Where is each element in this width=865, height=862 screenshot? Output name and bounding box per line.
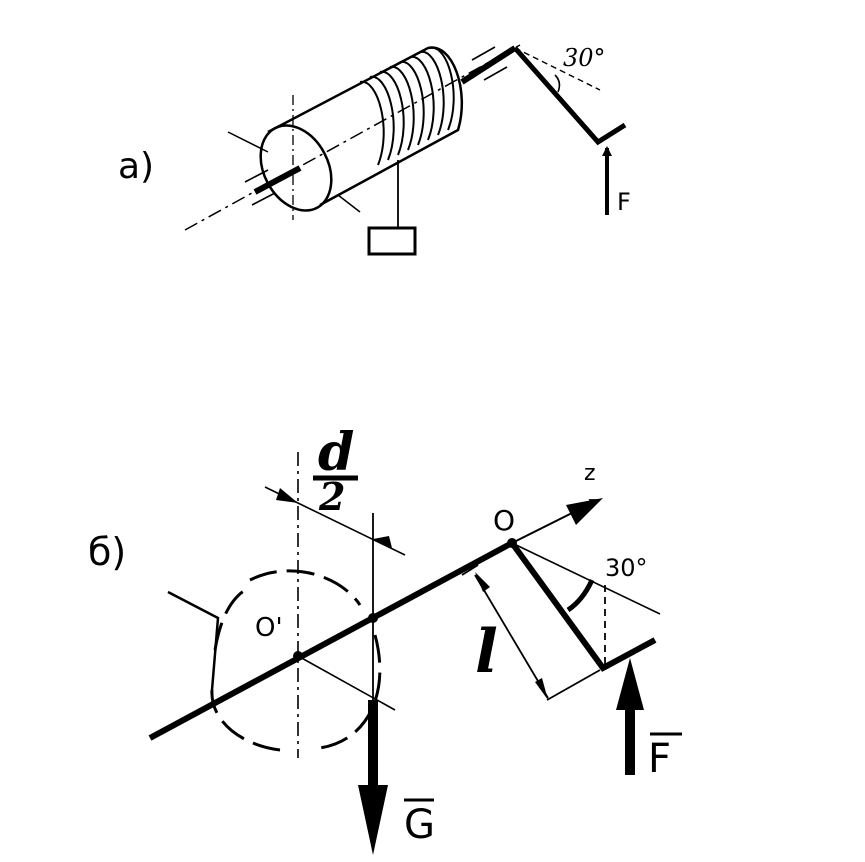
left-bearing-mark-2 <box>251 192 276 206</box>
angle-arc-a <box>554 74 561 93</box>
dim-arrow-right <box>373 536 392 548</box>
angle-reference-a <box>514 47 601 91</box>
length-arrow-bottom <box>535 678 548 700</box>
length-ext-line-top <box>461 564 479 576</box>
z-axis-arrowhead <box>566 498 603 525</box>
dim-arrow-left <box>276 488 298 503</box>
radius-line <box>297 655 396 711</box>
face-tick-right <box>337 194 361 213</box>
right-bearing-mark-2 <box>483 66 508 81</box>
force-f-label: F <box>648 736 671 782</box>
figure-b: z O O' d 2 G 30° <box>88 422 682 855</box>
rope-contact-dot <box>368 613 378 623</box>
load-box-a <box>367 226 417 256</box>
rope-lead-line <box>167 590 220 691</box>
force-g-arrowhead <box>358 785 388 855</box>
shaft-centerline-a <box>184 44 521 231</box>
angle-reference-b <box>511 542 661 615</box>
length-label: l <box>475 617 498 687</box>
dim-numerator: d <box>318 422 354 483</box>
length-dim-line <box>474 574 549 699</box>
length-arrow-top <box>475 572 490 592</box>
point-o-label: O <box>493 504 515 537</box>
z-axis-label: z <box>584 461 596 486</box>
force-g-label: G <box>404 802 435 848</box>
right-bearing-mark-1 <box>471 46 496 61</box>
angle-arc-b <box>566 578 595 613</box>
length-ext-line-bottom <box>546 669 601 701</box>
right-shaft-a <box>460 45 517 85</box>
dim-denominator: 2 <box>318 474 345 519</box>
angle-label-a: 30° <box>563 44 606 72</box>
crank-arm-b <box>509 541 657 672</box>
force-f-arrowhead <box>616 658 644 710</box>
left-shaft-a <box>253 165 302 195</box>
figure-a-label: а) <box>118 146 154 187</box>
figure-a: 30° F а) <box>118 44 631 256</box>
angle-label-b: 30° <box>605 554 648 582</box>
main-shaft-b <box>148 540 514 741</box>
force-label-a: F <box>617 188 631 216</box>
rope-windings <box>359 46 455 166</box>
drum-left-face <box>259 124 333 212</box>
drum-circle-dashed <box>210 569 382 752</box>
figure-b-label: б) <box>88 530 126 574</box>
point-o-prime-label: O' <box>255 613 283 643</box>
crank-arm-a <box>513 46 627 146</box>
